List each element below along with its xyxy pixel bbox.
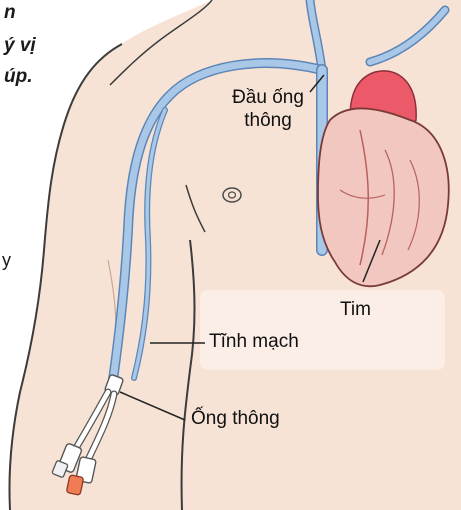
- vein-label: Tĩnh mạch: [209, 330, 299, 353]
- cutoff-text-line-4: y: [2, 249, 11, 271]
- cutoff-text-line-3: úp.: [4, 66, 33, 88]
- catheter-label: Ống thông: [191, 407, 280, 430]
- catheter-tip-label-line-1: Đầu ống: [218, 86, 318, 109]
- cutoff-text-line-1: n: [4, 2, 16, 24]
- catheter-tip-label-line-2: thông: [218, 109, 318, 132]
- cutoff-text-line-2: ý vị: [4, 35, 36, 57]
- catheter-tip-label: Đầu ống thông: [218, 86, 318, 132]
- heart-label: Tim: [340, 298, 371, 321]
